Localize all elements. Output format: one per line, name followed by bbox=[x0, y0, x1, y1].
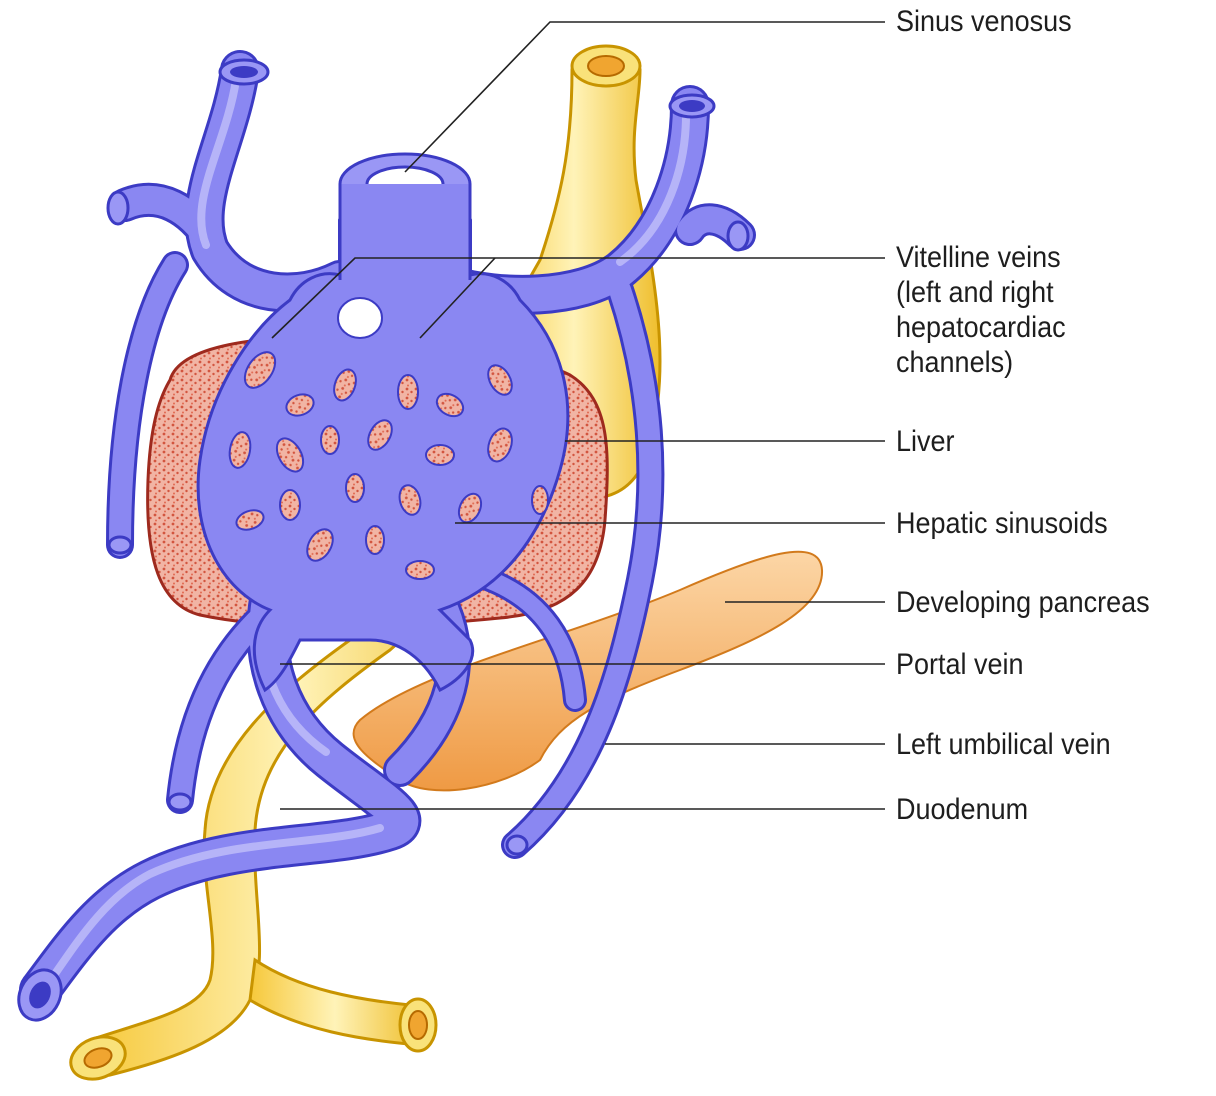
sinus-venosus-trunk bbox=[340, 184, 470, 274]
label-left-umbilical-vein-text: Left umbilical vein bbox=[896, 727, 1111, 762]
label-liver: Liver bbox=[896, 424, 955, 459]
label-hepatic-sinusoids-text: Hepatic sinusoids bbox=[896, 506, 1108, 541]
label-developing-pancreas: Developing pancreas bbox=[896, 585, 1150, 620]
label-vitelline-line-3: hepatocardiac bbox=[896, 310, 1066, 345]
gut-lumen-top bbox=[588, 56, 624, 76]
label-hepatic-sinusoids: Hepatic sinusoids bbox=[896, 506, 1108, 541]
label-vitelline-line-1: Vitelline veins bbox=[896, 240, 1066, 275]
label-duodenum-text: Duodenum bbox=[896, 792, 1028, 827]
label-liver-text: Liver bbox=[896, 424, 955, 459]
label-duodenum: Duodenum bbox=[896, 792, 1028, 827]
label-portal-vein: Portal vein bbox=[896, 647, 1024, 682]
gut-lumen-right bbox=[409, 1011, 427, 1039]
label-vitelline-line-2: (left and right bbox=[896, 275, 1066, 310]
label-portal-vein-text: Portal vein bbox=[896, 647, 1024, 682]
label-vitelline-veins: Vitelline veins (left and right hepatoca… bbox=[896, 240, 1066, 380]
label-developing-pancreas-text: Developing pancreas bbox=[896, 585, 1150, 620]
label-vitelline-line-4: channels) bbox=[896, 345, 1066, 380]
label-sinus-venosus: Sinus venosus bbox=[896, 4, 1072, 39]
label-left-umbilical-vein: Left umbilical vein bbox=[896, 727, 1111, 762]
label-sinus-venosus-text: Sinus venosus bbox=[896, 4, 1072, 39]
